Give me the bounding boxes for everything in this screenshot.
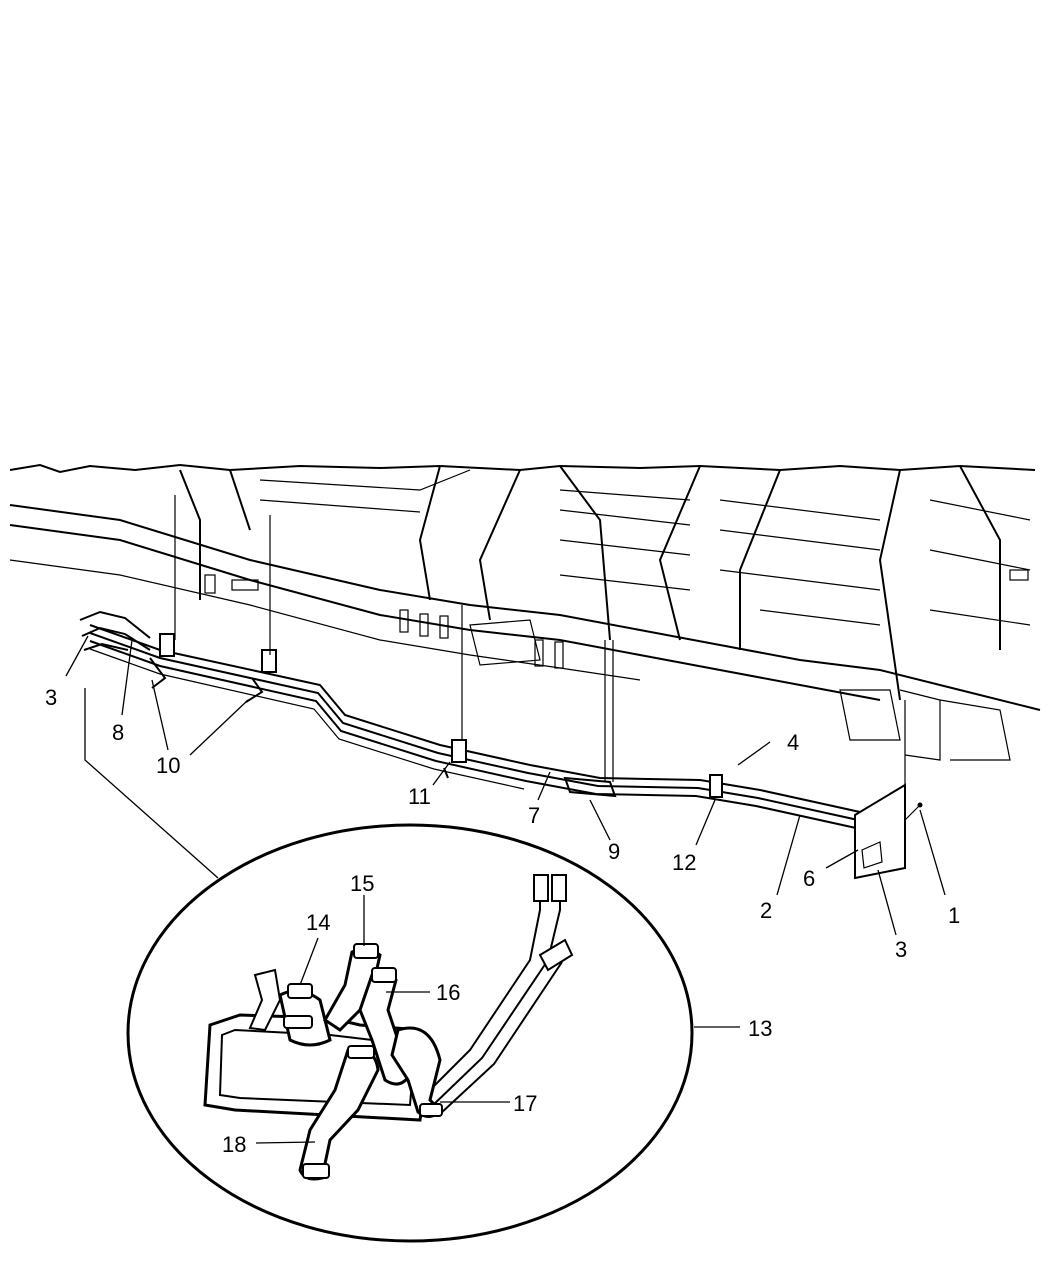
callout-18: 18 [222,1132,246,1157]
callout-1: 1 [948,903,960,928]
callout-11: 11 [408,784,431,809]
callout-labels: 3 8 10 11 7 9 12 4 2 6 3 1 13 14 15 16 1… [45,685,960,1157]
callout-3-left: 3 [45,685,57,710]
callout-12: 12 [672,850,696,875]
callout-3-right: 3 [895,937,907,962]
callout-6: 6 [803,866,815,891]
callout-9: 9 [608,839,620,864]
fuel-line-assembly [79,495,923,880]
detail-pointer-line [84,688,219,879]
callout-13: 13 [748,1016,772,1041]
callout-4: 4 [787,730,799,755]
callout-7: 7 [528,803,540,828]
detail-view-ellipse [126,823,694,1243]
callout-16: 16 [436,980,460,1005]
vehicle-underbody-frame [9,463,1041,761]
callout-15: 15 [350,871,374,896]
callout-2: 2 [760,898,772,923]
callout-17: 17 [513,1091,537,1116]
detail-hose-assembly [203,874,574,1181]
callout-8: 8 [112,720,124,745]
callout-10: 10 [156,753,180,778]
callout-leaders [65,635,946,1144]
callout-14: 14 [306,910,330,935]
